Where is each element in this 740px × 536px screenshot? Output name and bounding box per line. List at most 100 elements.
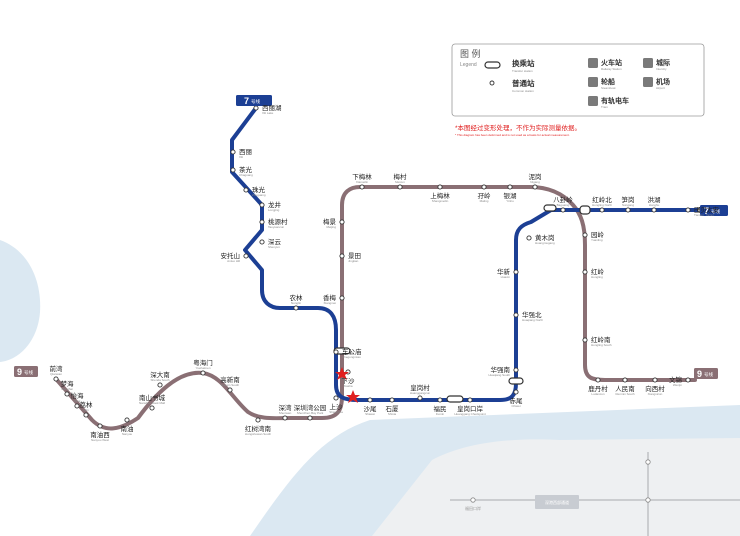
- station-label-en-l9-20: Maling: [480, 199, 489, 203]
- station-label-en-l9-29: Wenjin: [673, 383, 682, 387]
- station-dot-l9-27[interactable]: [622, 377, 628, 383]
- station-label-en-l9-5: Nanyou: [122, 432, 133, 436]
- station-label-l7-14: 福民: [434, 404, 447, 413]
- station-label-l9-5: 南油: [121, 424, 134, 433]
- station-dot-l9-23[interactable]: [582, 232, 588, 238]
- station-dot-l9-3[interactable]: [83, 412, 89, 418]
- station-dot-l7-13[interactable]: [417, 395, 423, 401]
- line7-badge-top: 7 号线: [236, 95, 272, 106]
- station-label-l9-2: 怡海: [71, 391, 85, 400]
- station-label-l9-13: 下沙: [342, 377, 356, 385]
- station-label-en-l7-13: Huanggangcun: [410, 391, 431, 395]
- station-dot-l9-5[interactable]: [124, 417, 130, 423]
- legend-train-label: 火车站: [601, 58, 622, 67]
- station-dot-l7-16[interactable]: [513, 389, 519, 395]
- station-dot-l7-18[interactable]: [513, 312, 519, 318]
- station-dot-l7-24[interactable]: [651, 207, 657, 213]
- station-dot-l7-12[interactable]: [389, 397, 395, 403]
- station-label-l7-4: 龙井: [268, 200, 282, 209]
- station-label-l9-27: 人民南: [615, 384, 635, 393]
- station-dot-l7-0[interactable]: [253, 105, 259, 111]
- station-label-en-l9-4: Nanyou West: [91, 438, 109, 442]
- station-dot-l9-7[interactable]: [157, 382, 163, 388]
- station-dot-l7-4[interactable]: [259, 202, 265, 208]
- station-dot-l7-23[interactable]: [625, 207, 631, 213]
- station-label-l9-8: 粤海门: [193, 358, 213, 367]
- station-dot-l7-9[interactable]: [333, 349, 339, 355]
- station-dot-l9-9[interactable]: [227, 387, 233, 393]
- station-label-l9-21: 银湖: [504, 191, 518, 200]
- legend-title-en: Legend: [460, 62, 477, 68]
- station-label-l9-29: 文锦: [669, 375, 683, 384]
- station-dot-l9-20[interactable]: [481, 184, 487, 190]
- station-dot-l9-10[interactable]: [255, 417, 261, 423]
- station-dot-l9-11[interactable]: [282, 415, 288, 421]
- station-dot-l7-21[interactable]: [560, 207, 566, 213]
- station-dot-l9-2[interactable]: [74, 403, 80, 409]
- station-dot-l9-22[interactable]: [532, 184, 538, 190]
- station-dot-l9-6[interactable]: [149, 405, 155, 411]
- station-dot-l7-20[interactable]: [526, 235, 532, 241]
- station-label-en-l7-7: Antuo Hill: [227, 259, 240, 263]
- station-dot-l9-17[interactable]: [359, 184, 365, 190]
- station-label-l7-20: 黄木岗: [535, 233, 555, 242]
- station-label-en-l9-12: Shenzhen Bay Park: [297, 411, 324, 415]
- station-label-l9-1: 梦海: [61, 379, 75, 388]
- station-dot-l9-21[interactable]: [507, 184, 513, 190]
- station-label-l9-7: 深大南: [150, 370, 170, 379]
- station-dot-l9-8[interactable]: [200, 370, 206, 376]
- station-label-l7-1: 西丽: [239, 148, 253, 156]
- station-dot-l7-3[interactable]: [243, 187, 249, 193]
- station-label-en-l9-13: Xiasha: [343, 384, 353, 388]
- station-dot-l9-15[interactable]: [339, 253, 345, 259]
- station-dot-l7-8[interactable]: [293, 305, 299, 311]
- legend-interchange-label: 换乘站: [512, 58, 535, 68]
- station-dot-l7-17[interactable]: [513, 367, 519, 373]
- station-dot-l9-25[interactable]: [582, 337, 588, 343]
- station-markers: [53, 105, 703, 429]
- station-dot-l9-0[interactable]: [53, 376, 59, 382]
- station-dot-l9-26[interactable]: [595, 377, 601, 383]
- station-dot-l9-29[interactable]: [685, 377, 691, 383]
- line9-badge-right-num: 9: [697, 369, 702, 379]
- station-dot-l7-6[interactable]: [259, 239, 265, 245]
- station-dot-l7-11[interactable]: [367, 397, 373, 403]
- station-dot-l7-5[interactable]: [259, 219, 265, 225]
- station-label-l9-23: 园岭: [591, 230, 605, 239]
- station-label-en-l7-12: Shixia: [388, 412, 397, 416]
- station-dot-l7-19[interactable]: [513, 269, 519, 275]
- station-dot-l7-15[interactable]: [467, 397, 473, 403]
- station-label-l7-3: 珠光: [252, 185, 266, 194]
- station-dot-l9-4[interactable]: [97, 423, 103, 429]
- station-label-l9-16: 梅景: [323, 217, 337, 226]
- station-label-en-l9-21: Yinhu: [506, 199, 514, 203]
- station-dot-l7-25[interactable]: [685, 207, 691, 213]
- location-star-marker: [335, 367, 360, 403]
- station-dot-l9-28[interactable]: [652, 377, 658, 383]
- station-label-en-l7-16: Chiwei: [511, 404, 520, 408]
- legend-box: 图 例 Legend 换乘站 Transfer station 普通站 Comm…: [451, 43, 705, 117]
- station-dot-l9-12[interactable]: [307, 415, 313, 421]
- station-label-en-l9-25: Hongling South: [591, 343, 612, 347]
- station-label-en-l7-9: Chegongmiao: [342, 355, 361, 359]
- sea-area-left: [0, 240, 41, 362]
- inset-station-label: 福田口岸: [465, 505, 481, 511]
- station-dot-l7-2[interactable]: [230, 167, 236, 173]
- station-dot-l7-22[interactable]: [599, 207, 605, 213]
- station-dot-l7-10[interactable]: [333, 395, 339, 401]
- station-dot-l9-19[interactable]: [437, 184, 443, 190]
- station-label-l7-7: 安托山: [221, 251, 241, 260]
- legend-airport-icon: [643, 77, 653, 87]
- station-dot-l7-1[interactable]: [230, 149, 236, 155]
- station-label-l9-20: 孖岭: [478, 191, 492, 200]
- station-dot-l9-18[interactable]: [397, 184, 403, 190]
- station-dot-l9-24[interactable]: [582, 269, 588, 275]
- station-dot-l9-16[interactable]: [339, 219, 345, 225]
- station-dot-l9-14[interactable]: [339, 295, 345, 301]
- station-dot-l9-1[interactable]: [64, 391, 70, 397]
- station-dot-l7-14[interactable]: [437, 397, 443, 403]
- legend-train-icon: [588, 58, 598, 68]
- station-dot-l7-7[interactable]: [243, 253, 249, 259]
- station-label-l7-24: 洪湖: [648, 195, 662, 204]
